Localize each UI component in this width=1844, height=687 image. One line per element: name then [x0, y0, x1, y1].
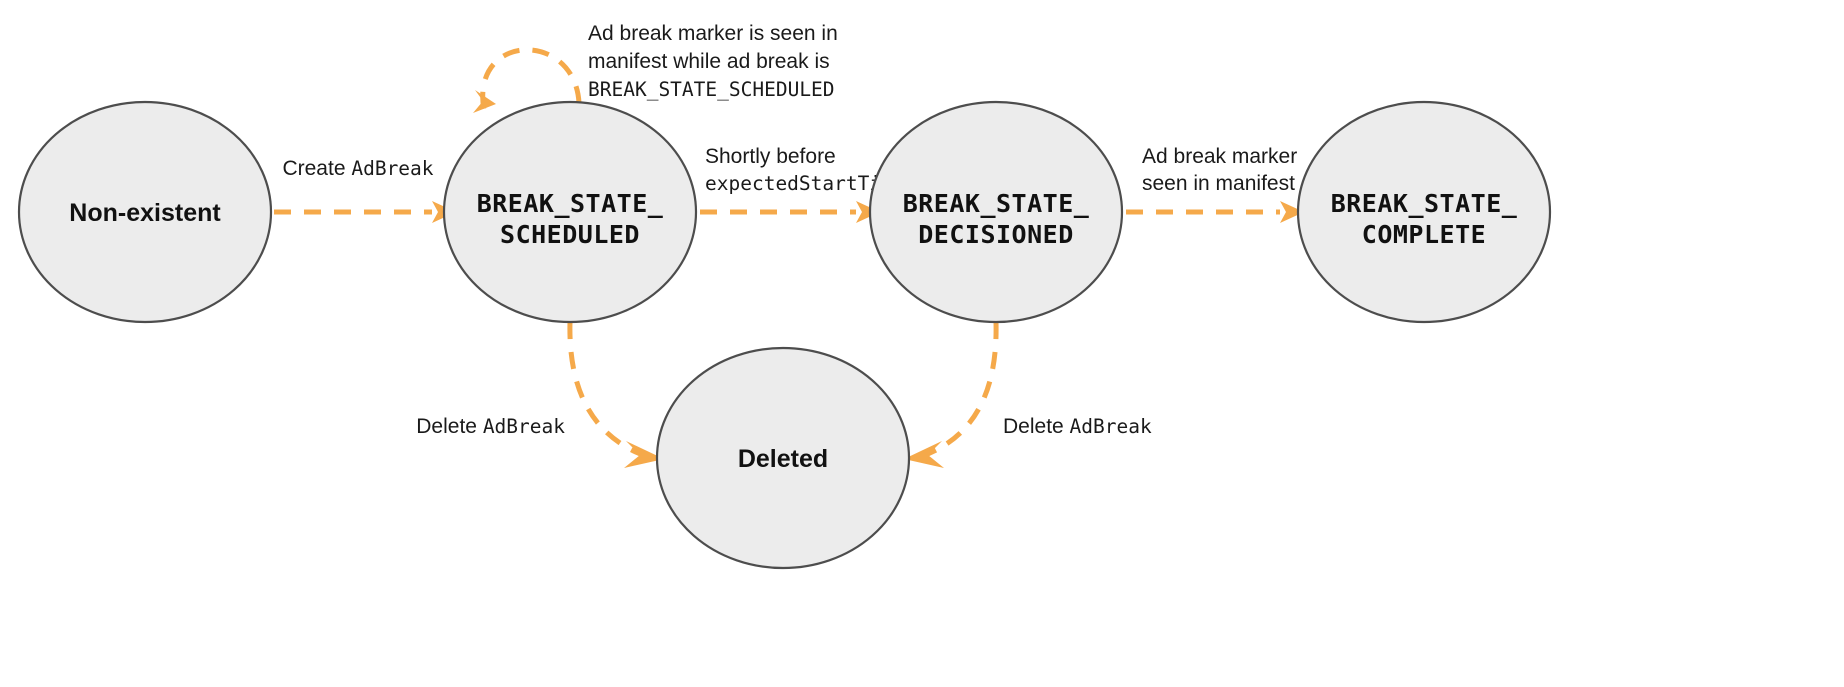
edge-shortly-before-arrowhead: [856, 201, 880, 223]
edge-self-loop-label-line2: manifest while ad break is: [588, 50, 830, 73]
node-break-state-decisioned-label-line1: BREAK_STATE_: [903, 189, 1090, 218]
edge-delete-adbreak-right-label: Delete AdBreak: [1003, 415, 1152, 438]
edge-delete-adbreak-right-label-mono: AdBreak: [1070, 415, 1152, 438]
edge-delete-adbreak-left: Delete AdBreak: [416, 321, 664, 468]
edge-shortly-before-label-line1: Shortly before: [705, 145, 836, 168]
edge-delete-adbreak-right-line: [919, 321, 999, 460]
node-break-state-decisioned-label-line2: DECISIONED: [918, 220, 1074, 249]
edge-shortly-before-label-line2: expectedStartTime: [705, 172, 905, 195]
edge-marker-seen-arrowhead: [1280, 201, 1304, 223]
node-break-state-scheduled[interactable]: BREAK_STATE_ SCHEDULED: [442, 100, 698, 324]
node-break-state-scheduled-shape[interactable]: [442, 100, 698, 324]
node-break-state-decisioned[interactable]: BREAK_STATE_ DECISIONED: [868, 100, 1124, 324]
node-break-state-complete-label-line2: COMPLETE: [1362, 220, 1486, 249]
node-deleted-shape[interactable]: [655, 346, 911, 570]
edge-delete-adbreak-left-arrowhead: [624, 441, 664, 468]
node-non-existent[interactable]: Non-existent: [17, 100, 273, 324]
edge-delete-adbreak-left-label-sans: Delete: [416, 415, 483, 438]
edge-self-loop-scheduled: Ad break marker is seen in manifest whil…: [473, 22, 838, 113]
edge-delete-adbreak-right-arrowhead: [904, 441, 944, 468]
edge-create-adbreak-label-sans: Create: [282, 157, 351, 180]
edge-self-loop-label-line3-mono: BREAK_STATE_SCHEDULED: [588, 78, 835, 101]
node-break-state-scheduled-label-line1: BREAK_STATE_: [477, 189, 664, 218]
edge-self-loop-scheduled-arrowhead: [473, 90, 496, 113]
node-break-state-decisioned-shape[interactable]: [868, 100, 1124, 324]
edge-delete-adbreak-left-line: [567, 321, 649, 460]
edge-marker-seen-label-line1: Ad break marker: [1142, 145, 1297, 168]
node-deleted[interactable]: Deleted: [655, 346, 911, 570]
node-non-existent-label: Non-existent: [69, 199, 221, 227]
node-break-state-complete[interactable]: BREAK_STATE_ COMPLETE: [1296, 100, 1552, 324]
edge-create-adbreak-label-mono: AdBreak: [351, 157, 433, 180]
edge-marker-seen-label-line2: seen in manifest: [1142, 172, 1295, 195]
edge-self-loop-label-line3: BREAK_STATE_SCHEDULED: [588, 78, 835, 101]
edge-marker-seen: Ad break marker seen in manifest: [1126, 145, 1304, 223]
edge-delete-adbreak-right: Delete AdBreak: [904, 321, 1152, 468]
edge-create-adbreak: Create AdBreak: [274, 157, 456, 223]
node-deleted-label: Deleted: [738, 445, 828, 473]
node-non-existent-shape[interactable]: [17, 100, 273, 324]
node-break-state-scheduled-label-line2: SCHEDULED: [500, 220, 640, 249]
edge-delete-adbreak-left-label: Delete AdBreak: [416, 415, 565, 438]
edge-self-loop-scheduled-line: [480, 47, 582, 111]
edge-delete-adbreak-left-label-mono: AdBreak: [483, 415, 565, 438]
edge-shortly-before-label-line2-mono: expectedStartTime: [705, 172, 905, 195]
edge-self-loop-label-line1: Ad break marker is seen in: [588, 22, 838, 45]
edge-shortly-before: Shortly before expectedStartTime: [700, 145, 905, 223]
node-break-state-complete-label-line1: BREAK_STATE_: [1331, 189, 1518, 218]
edge-delete-adbreak-right-label-sans: Delete: [1003, 415, 1070, 438]
edge-create-adbreak-label: Create AdBreak: [282, 157, 433, 180]
node-break-state-complete-shape[interactable]: [1296, 100, 1552, 324]
